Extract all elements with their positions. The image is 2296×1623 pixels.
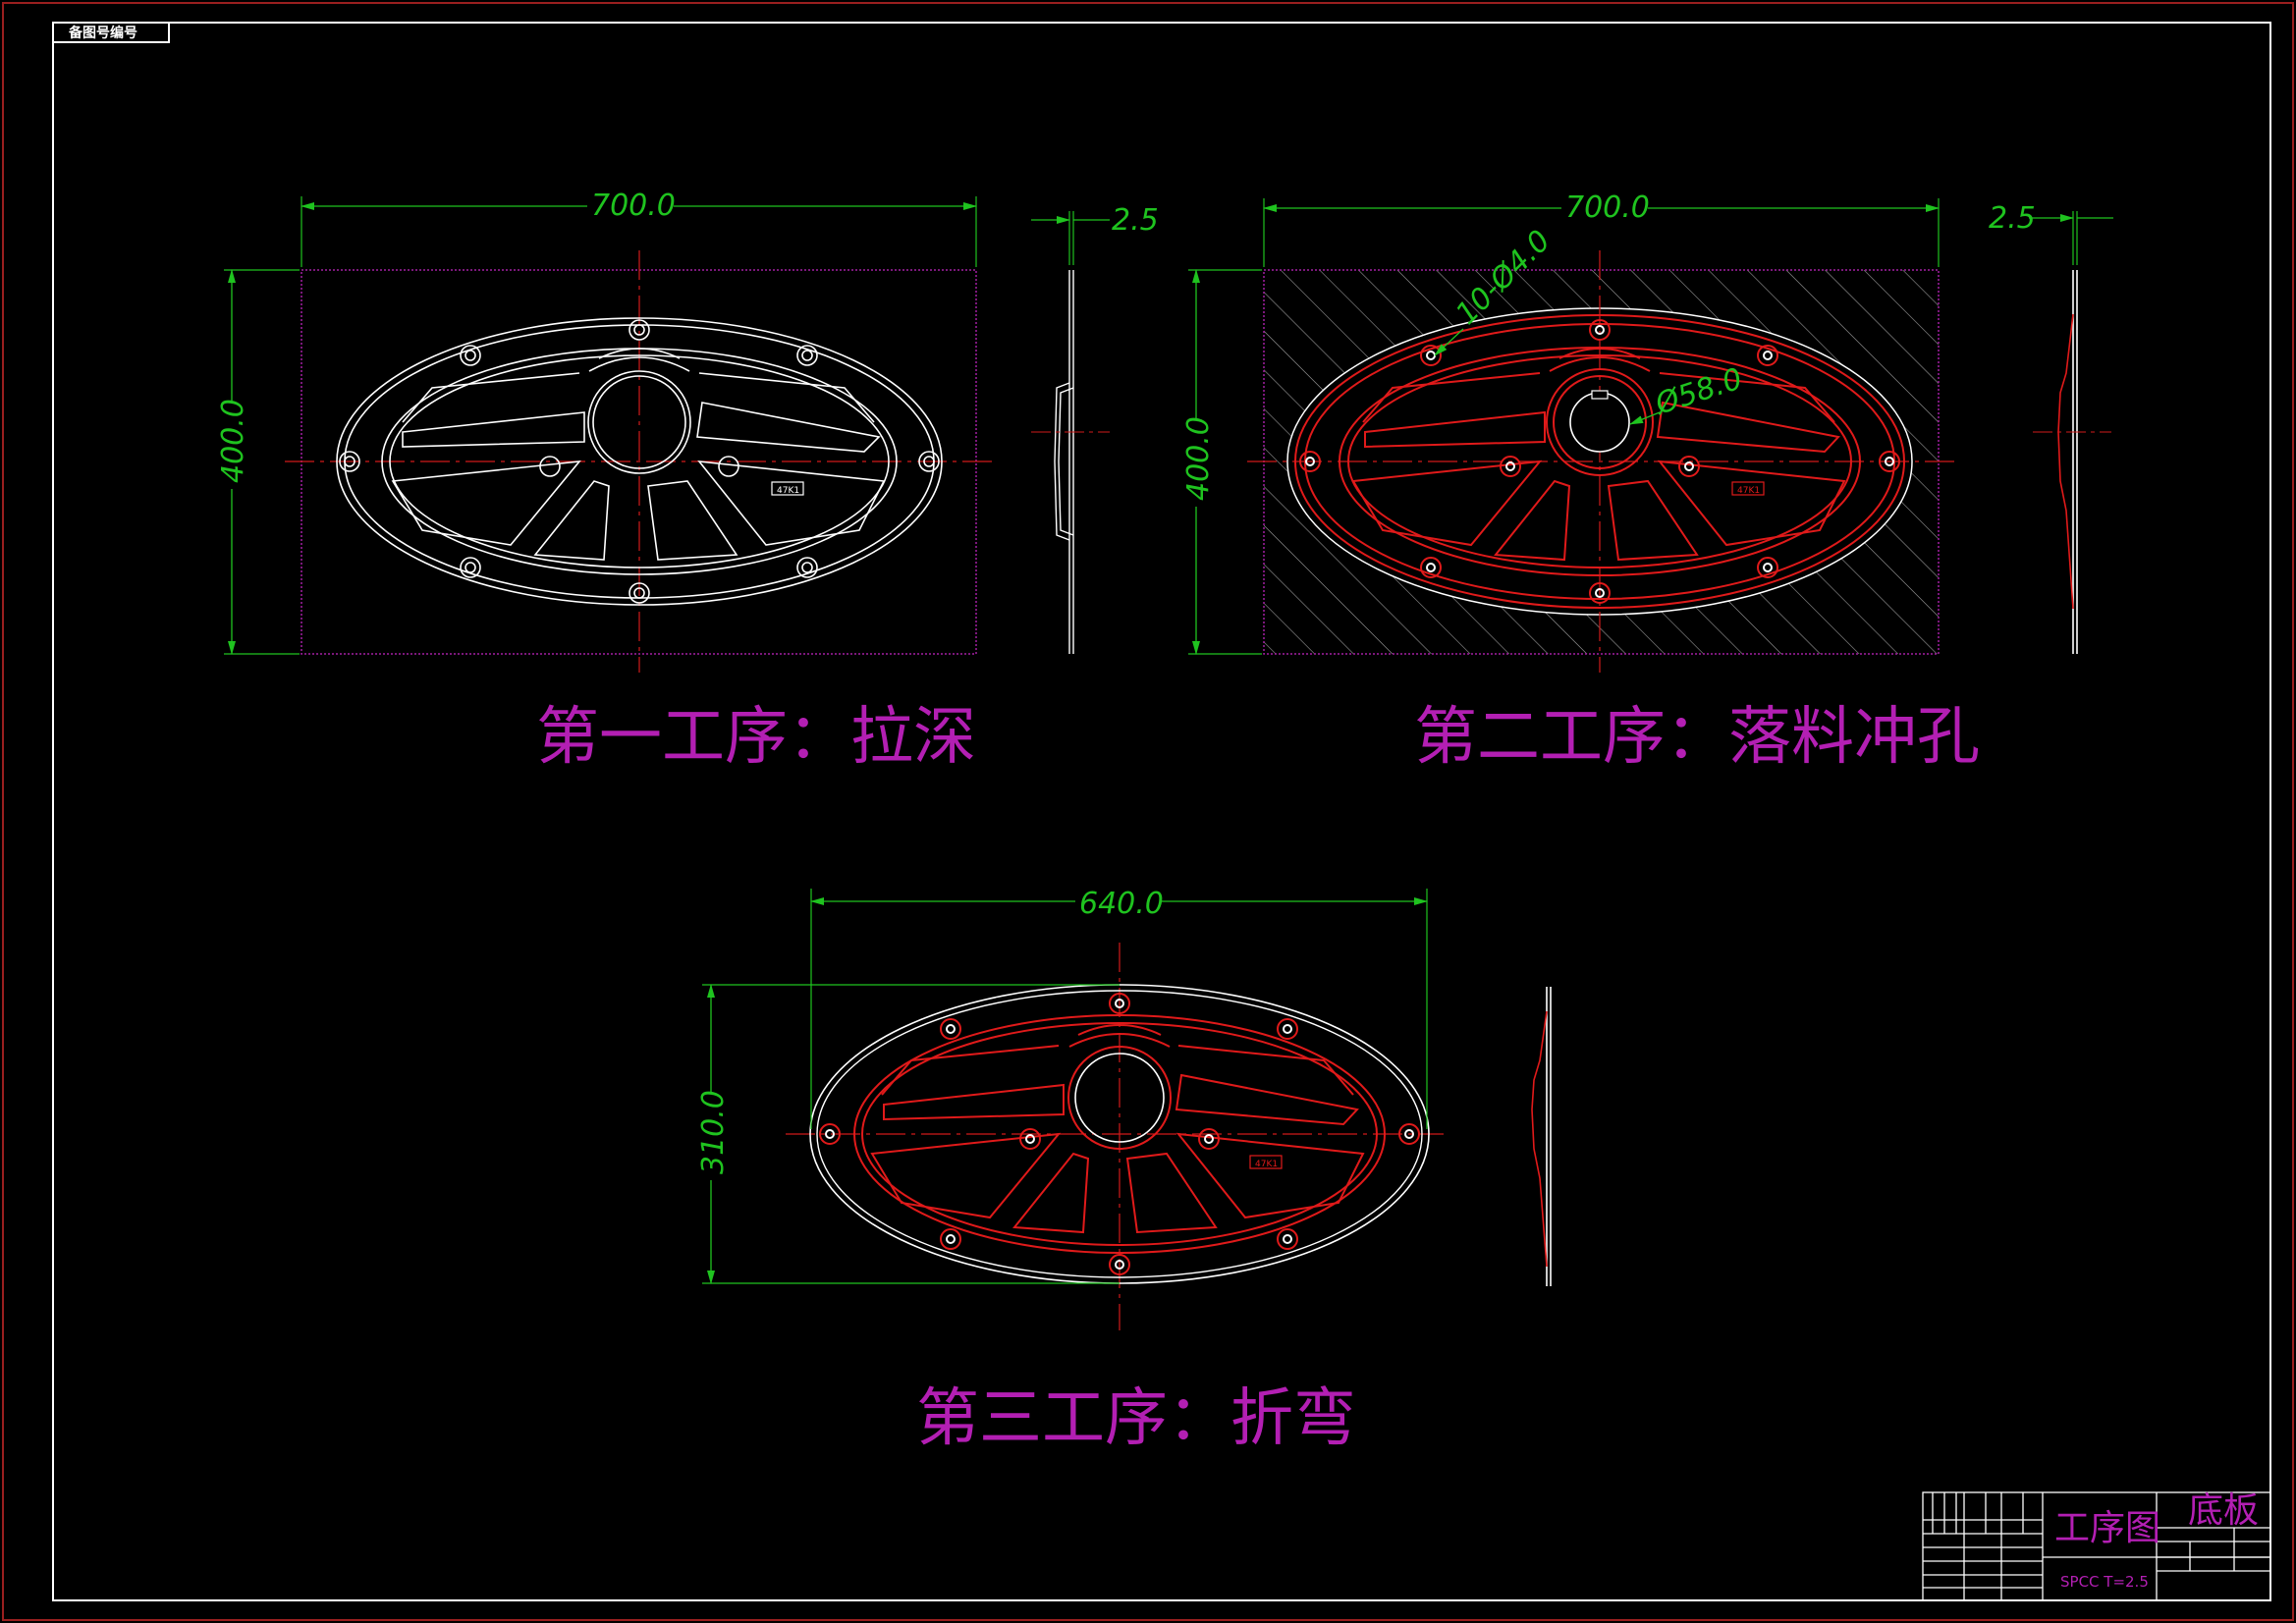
title-block-material: SPCC T=2.5 (2060, 1573, 2149, 1591)
view-2-part-tag: 47K1 (1737, 486, 1760, 496)
view-2-drawing: 47K1 700.0 400.0 2.5 10-Ø4.0 Ø58.0 第二工序：… (1181, 190, 2113, 774)
view-1-tag-box (771, 481, 804, 496)
view-1-caption: 第一工序：拉深 (536, 701, 976, 774)
view-1-height-dim: 400.0 (216, 399, 250, 483)
view-3-drawing: 47K1 640.0 310.0 第三工序：折弯 (695, 884, 1552, 1455)
view-1-drawing: 47K1 700.0 400.0 2.5 第一工序：拉深 (216, 189, 1159, 774)
view-2-width-dim: 700.0 (1565, 190, 1650, 225)
view-1-part-tag: 47K1 (777, 486, 799, 496)
view-1-width-dim: 700.0 (591, 189, 676, 223)
view-1-thickness-dim: 2.5 (1112, 203, 1159, 238)
view-3-caption: 第三工序：折弯 (916, 1382, 1356, 1455)
view-2-height-dim: 400.0 (1181, 416, 1216, 501)
sheet-inner-border (52, 22, 2271, 1601)
view-1-part-outline (336, 317, 943, 606)
corner-label: 备图号编号 (68, 25, 137, 41)
view-2-tag-box (1731, 481, 1765, 496)
corner-label-box (52, 22, 170, 43)
title-block-part-name: 底板 (2188, 1490, 2259, 1531)
view-3-holes (819, 993, 1420, 1275)
view-2-side-view (2057, 270, 2078, 654)
view-2-thickness-dim: 2.5 (1989, 201, 2036, 236)
title-block (1922, 1491, 2271, 1601)
view-1-holes (339, 319, 940, 604)
view-3-width-dim: 640.0 (1079, 887, 1164, 921)
view-1-side-view (1054, 270, 1074, 654)
title-block-drawing-name: 工序图 (2054, 1508, 2160, 1548)
view-3-height-dim: 310.0 (696, 1090, 731, 1174)
view-3-part-tag: 47K1 (1255, 1160, 1278, 1169)
view-3-tag-box (1249, 1155, 1283, 1169)
view-3-side-view (1531, 987, 1552, 1286)
view-2-caption: 第二工序：落料冲孔 (1414, 701, 1980, 774)
view-2-holes (1299, 319, 1900, 604)
